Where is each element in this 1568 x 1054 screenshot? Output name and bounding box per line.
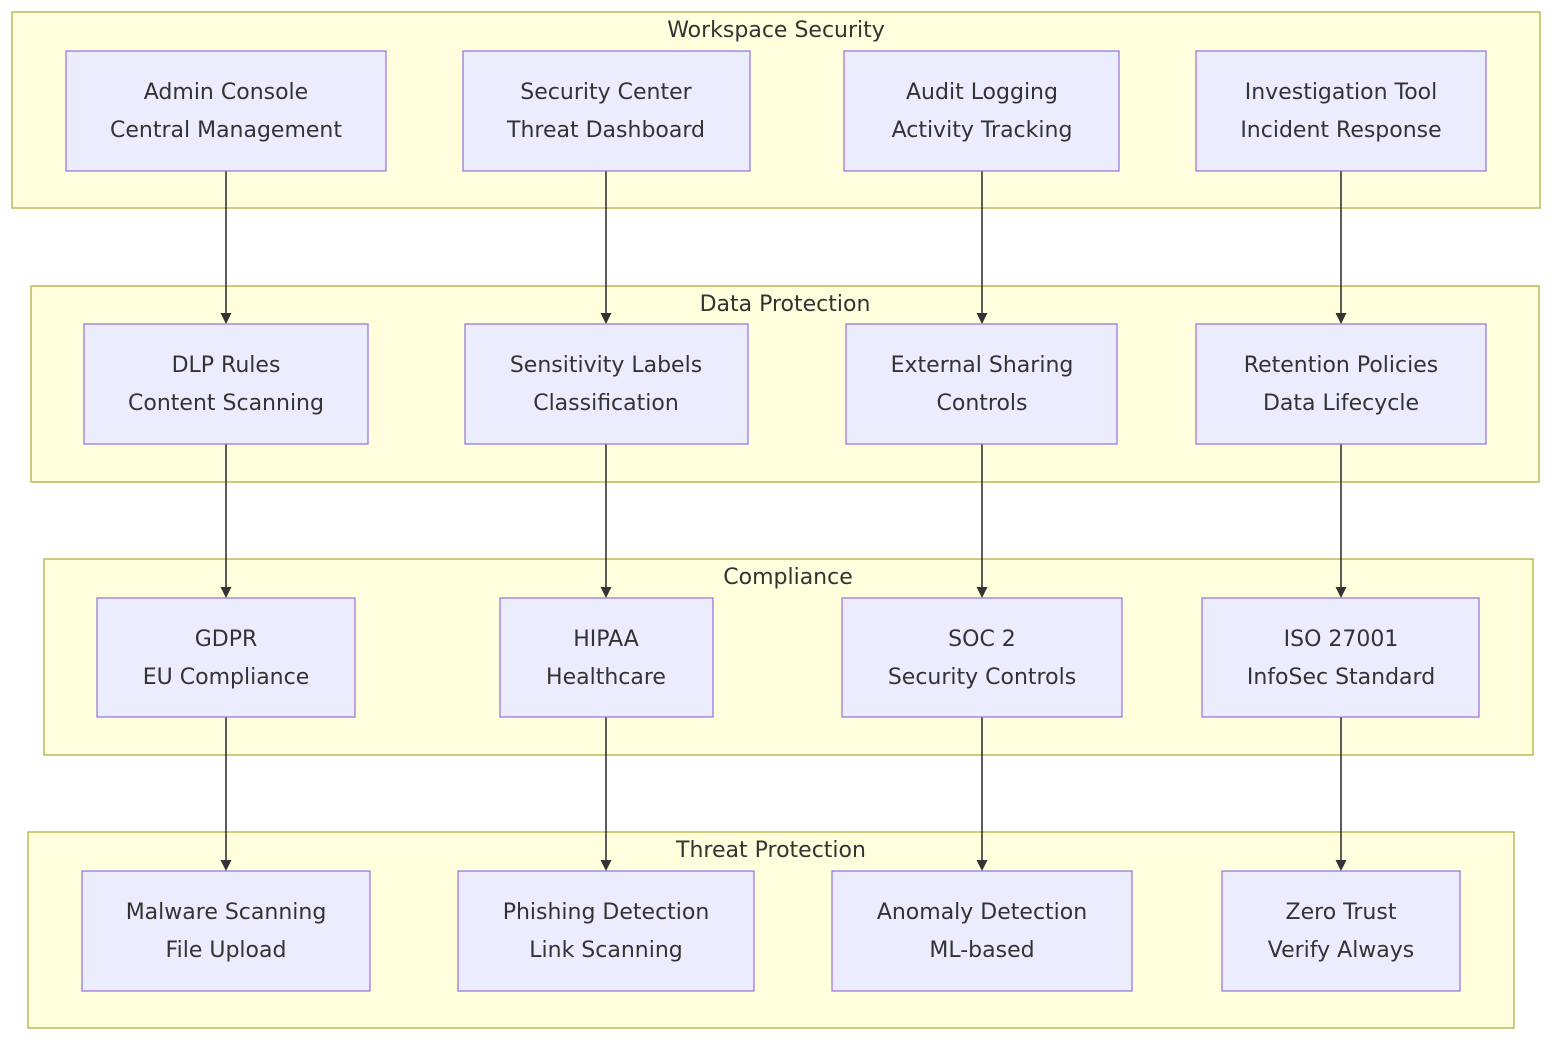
node-subtitle: Verify Always [1268, 938, 1415, 963]
cluster-title-workspace-security: Workspace Security [667, 18, 885, 43]
arrowhead-icon [220, 313, 232, 324]
node-title: ISO 27001 [1284, 627, 1399, 652]
arrowhead-icon [1335, 587, 1347, 598]
node-subtitle: Healthcare [546, 665, 666, 690]
node-subtitle: Activity Tracking [892, 118, 1073, 143]
edges [225, 171, 1342, 861]
cluster-title-compliance: Compliance [723, 565, 853, 590]
node-phishing-detection[interactable]: Phishing Detection Link Scanning [457, 870, 755, 992]
node-subtitle: Incident Response [1240, 118, 1441, 143]
node-subtitle: ML-based [929, 938, 1034, 963]
node-iso-27001[interactable]: ISO 27001 InfoSec Standard [1201, 597, 1480, 718]
arrowhead-icon [220, 860, 232, 871]
cluster-title-data-protection: Data Protection [700, 292, 871, 317]
arrowhead-icon [976, 587, 988, 598]
node-title: Anomaly Detection [877, 900, 1087, 925]
node-title: External Sharing [891, 353, 1074, 378]
arrowhead-icon [976, 860, 988, 871]
node-title: Phishing Detection [503, 900, 710, 925]
arrowhead-icon [600, 860, 612, 871]
arrowhead-icon [1335, 860, 1347, 871]
node-title: Security Center [520, 80, 692, 105]
node-gdpr[interactable]: GDPR EU Compliance [96, 597, 356, 718]
node-soc2[interactable]: SOC 2 Security Controls [841, 597, 1123, 718]
node-subtitle: Threat Dashboard [506, 118, 705, 143]
node-hipaa[interactable]: HIPAA Healthcare [499, 597, 714, 718]
node-audit-logging[interactable]: Audit Logging Activity Tracking [843, 50, 1120, 172]
arrowheads [220, 313, 1347, 871]
node-subtitle: Central Management [110, 118, 342, 143]
node-title: GDPR [195, 627, 258, 652]
node-title: Retention Policies [1244, 353, 1438, 378]
node-subtitle: Security Controls [888, 665, 1076, 690]
node-title: DLP Rules [172, 353, 281, 378]
node-title: Zero Trust [1286, 900, 1397, 925]
node-title: HIPAA [573, 627, 639, 652]
node-retention-policies[interactable]: Retention Policies Data Lifecycle [1195, 323, 1487, 445]
arrowhead-icon [220, 587, 232, 598]
node-dlp-rules[interactable]: DLP Rules Content Scanning [83, 323, 369, 445]
node-external-sharing[interactable]: External Sharing Controls [845, 323, 1118, 445]
node-subtitle: EU Compliance [143, 665, 310, 690]
arrowhead-icon [1335, 313, 1347, 324]
node-subtitle: Controls [937, 391, 1028, 416]
node-title: SOC 2 [948, 627, 1016, 652]
node-subtitle: Link Scanning [529, 938, 683, 963]
node-title: Investigation Tool [1245, 80, 1438, 105]
node-zero-trust[interactable]: Zero Trust Verify Always [1221, 870, 1461, 992]
node-subtitle: Content Scanning [128, 391, 324, 416]
node-subtitle: InfoSec Standard [1247, 665, 1435, 690]
arrowhead-icon [600, 587, 612, 598]
node-subtitle: Data Lifecycle [1263, 391, 1419, 416]
node-security-center[interactable]: Security Center Threat Dashboard [462, 50, 751, 172]
node-title: Sensitivity Labels [510, 353, 702, 378]
arrowhead-icon [600, 313, 612, 324]
node-title: Malware Scanning [126, 900, 327, 925]
node-admin-console[interactable]: Admin Console Central Management [65, 50, 387, 172]
node-investigation-tool[interactable]: Investigation Tool Incident Response [1195, 50, 1487, 172]
cluster-title-threat-protection: Threat Protection [675, 838, 866, 863]
node-subtitle: File Upload [166, 938, 287, 963]
node-malware-scanning[interactable]: Malware Scanning File Upload [81, 870, 371, 992]
node-anomaly-detection[interactable]: Anomaly Detection ML-based [831, 870, 1133, 992]
node-title: Admin Console [144, 80, 308, 105]
node-subtitle: Classification [533, 391, 679, 416]
arrowhead-icon [976, 313, 988, 324]
node-sensitivity-labels[interactable]: Sensitivity Labels Classification [464, 323, 749, 445]
node-title: Audit Logging [906, 80, 1058, 105]
